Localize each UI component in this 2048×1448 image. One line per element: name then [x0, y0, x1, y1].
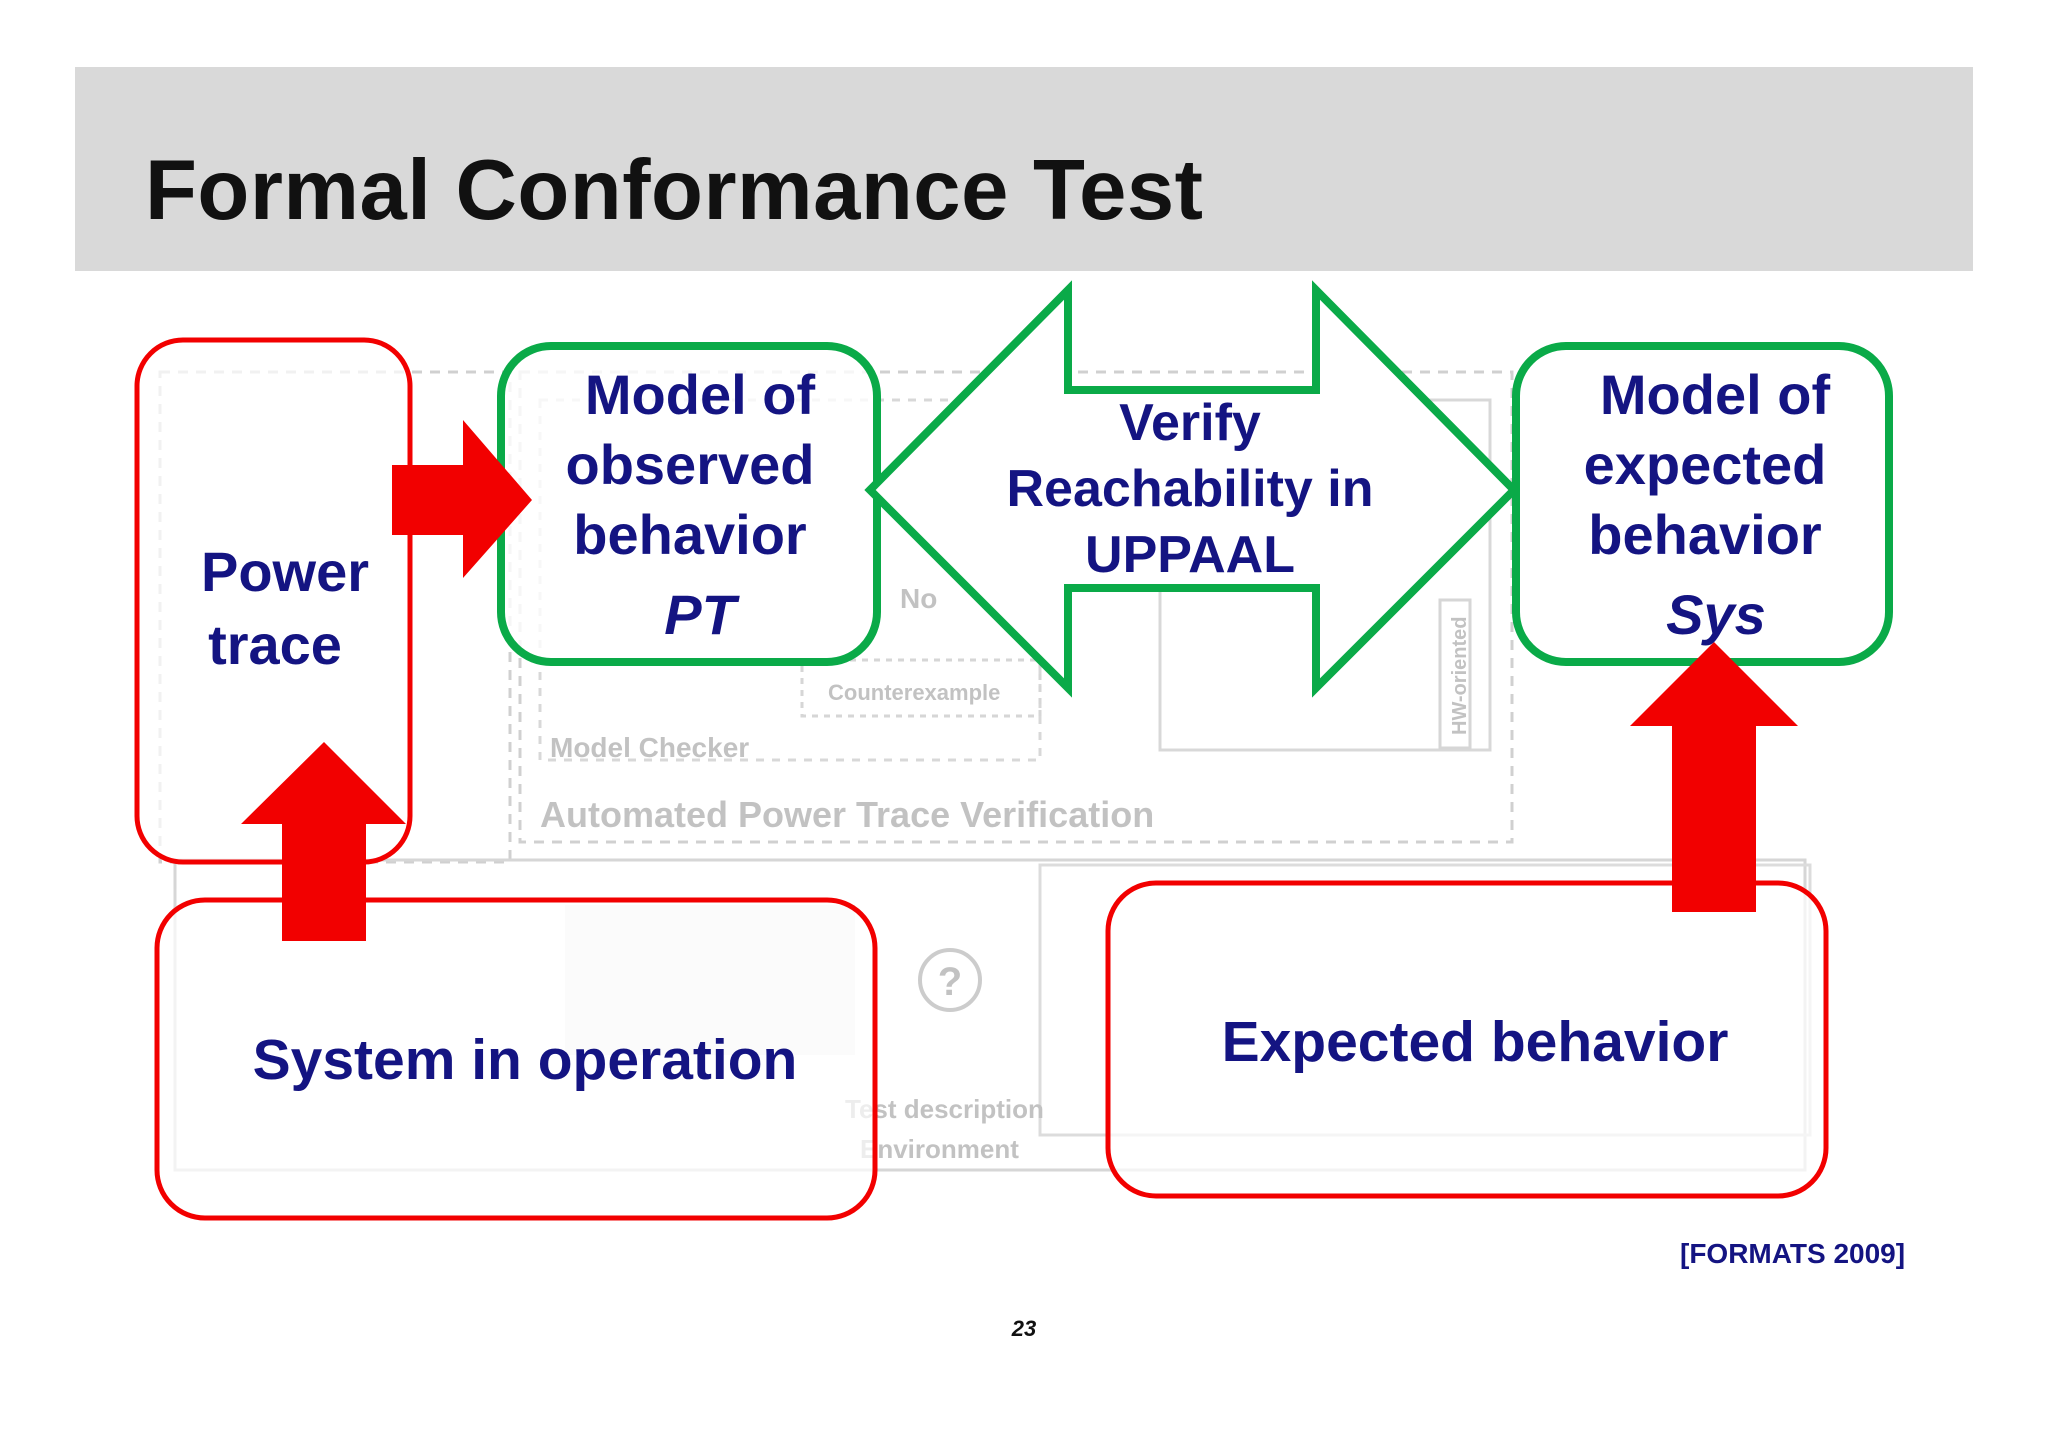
- observed-model-line-2: observed: [565, 433, 815, 496]
- power-trace-line-2: trace: [208, 613, 342, 676]
- verify-double-arrow: [864, 280, 1520, 698]
- power-trace-box: [134, 337, 413, 865]
- ghost-question-mark: ?: [938, 960, 962, 1004]
- expected-symbol-label: Sys: [1616, 580, 1816, 650]
- page-number: 23: [1011, 1316, 1037, 1341]
- system-in-operation-label: System in operation: [252, 1028, 798, 1092]
- slide-title: Formal Conformance Test: [145, 143, 1204, 238]
- ghost-question-circle: [918, 948, 982, 1012]
- power-trace-line-1: Power: [200, 540, 370, 603]
- ghost-verification-title: Automated Power Trace Verification: [540, 794, 1154, 835]
- ghost-hw-oriented-label-box: [1438, 598, 1472, 750]
- ghost-counterexample-box: [800, 658, 1042, 718]
- verify-line-2: Reachability in: [1006, 460, 1374, 518]
- expected-symbol: Sys: [1666, 583, 1766, 646]
- observed-model-line-3: behavior: [573, 503, 807, 566]
- ghost-environment-label: Environment: [860, 1134, 1019, 1164]
- observed-model-line-1: Model of: [584, 363, 816, 426]
- verify-label: Verify Reachability in UPPAAL: [990, 390, 1390, 588]
- title-band: Formal Conformance Test: [75, 67, 1973, 271]
- ghost-no-label: No: [900, 583, 937, 614]
- expected-behavior-label: Expected behavior: [1221, 1010, 1729, 1074]
- expected-model-line-1: Model of: [1599, 363, 1831, 426]
- ghost-model-checker-label: Model Checker: [550, 732, 749, 763]
- observed-symbol-label: PT: [600, 580, 800, 650]
- power-trace-label: Power trace: [170, 535, 400, 681]
- citation: [FORMATS 2009]: [1680, 1238, 1906, 1269]
- system-in-operation-box: [154, 897, 878, 1221]
- verify-line-1: Verify: [1119, 394, 1261, 452]
- verify-line-3: UPPAAL: [1085, 526, 1295, 584]
- trace-to-model-arrow: [392, 420, 532, 578]
- observed-symbol: PT: [664, 583, 736, 646]
- expected-model-line-2: expected: [1583, 433, 1827, 496]
- observed-model-label: Model of observed behavior: [520, 360, 860, 570]
- ghost-counterexample-label: Counterexample: [828, 680, 1000, 705]
- ghost-test-description-label: Test description: [845, 1094, 1044, 1124]
- system-to-trace-arrow: [241, 742, 406, 941]
- ghost-hw-oriented-label: HW-oriented: [1449, 617, 1471, 735]
- expected-model-line-3: behavior: [1588, 503, 1822, 566]
- expected-model-label: Model of expected behavior: [1530, 360, 1880, 570]
- expected-behavior-box: [1105, 880, 1829, 1199]
- expected-to-model-arrow: [1630, 642, 1798, 912]
